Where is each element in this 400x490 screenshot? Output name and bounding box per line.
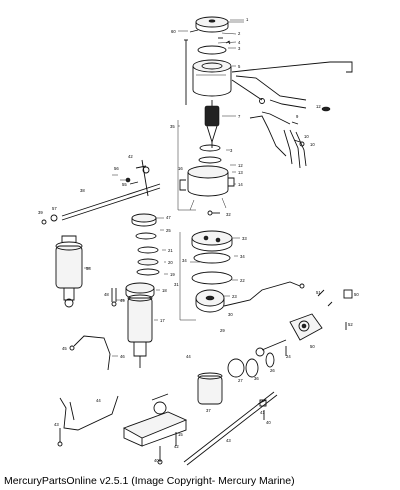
callout-18: 18 (162, 288, 167, 293)
lower-fittings[interactable] (257, 399, 267, 420)
callout-17: 17 (160, 318, 165, 323)
callout-36: 36 (254, 376, 259, 381)
callout-35: 35 (170, 124, 175, 129)
pressure-line-right[interactable] (223, 281, 305, 307)
callout-5: 5 (238, 64, 241, 69)
long-through-bolt[interactable] (184, 39, 188, 105)
callout-11: 12 (316, 104, 321, 109)
callout-21: 21 (168, 248, 173, 253)
callout-34: 34 (240, 254, 245, 259)
leader-lines (84, 19, 244, 357)
callout-51: 51 (316, 290, 321, 295)
wiring-harness[interactable] (231, 61, 353, 169)
housing-screw[interactable] (207, 210, 220, 216)
callout-8: 10 (304, 134, 309, 139)
callout-30: 30 (228, 312, 233, 317)
callout-45: 45 (62, 346, 67, 351)
trim-cylinder[interactable] (127, 294, 153, 368)
callout-44: 44 (186, 354, 191, 359)
callout-40b: 40 (154, 458, 159, 463)
callout-7: 7 (238, 114, 241, 119)
callout-44b: 44 (96, 398, 101, 403)
callout-numbers: 1 2 4 3 5 60 7 35 3 12 13 14 16 32 9 10 … (38, 17, 359, 463)
hose-fitting-left[interactable] (111, 288, 117, 307)
callout-3b: 3 (230, 148, 233, 153)
callout-47: 47 (166, 215, 171, 220)
motor-housing[interactable] (192, 59, 232, 97)
lower-mount-bolts[interactable] (157, 432, 177, 465)
callout-42b: 42 (174, 444, 179, 449)
trunnion-base-block[interactable] (122, 393, 188, 447)
long-pivot-shaft[interactable] (183, 391, 278, 466)
callout-53: 50 (310, 344, 315, 349)
callout-2: 2 (238, 31, 241, 36)
callout-3: 3 (238, 46, 241, 51)
callout-26: 26 (270, 368, 275, 373)
callout-48: 48 (104, 292, 109, 297)
pump-seal-rings[interactable] (191, 252, 233, 285)
callout-41: 41 (260, 410, 265, 415)
thrust-washer[interactable] (198, 144, 222, 164)
exploded-parts-diagram: 1 2 4 3 5 60 7 35 3 12 13 14 16 32 9 10 … (38, 16, 359, 466)
valve-body[interactable] (179, 230, 233, 321)
callout-4: 4 (238, 40, 241, 45)
callout-43: 43 (54, 422, 59, 427)
pump-assembly[interactable] (195, 289, 225, 313)
assembly-bracket-line (177, 120, 196, 211)
callout-23: 23 (232, 294, 237, 299)
callout-12: 12 (238, 163, 243, 168)
callout-34b: 34 (182, 258, 187, 263)
callout-20: 20 (168, 260, 173, 265)
callout-57: 57 (52, 206, 57, 211)
piston-and-rings[interactable] (197, 352, 275, 405)
callout-22: 22 (240, 278, 245, 283)
callout-60: 60 (171, 29, 176, 34)
callout-37: 37 (206, 408, 211, 413)
o-ring-stack[interactable] (135, 232, 160, 276)
callout-31: 31 (174, 282, 179, 287)
reservoir-cap[interactable] (131, 213, 157, 227)
callout-25: 25 (166, 228, 171, 233)
callout-9: 9 (296, 114, 299, 119)
callout-19: 19 (170, 272, 175, 277)
push-rod[interactable] (41, 183, 161, 225)
tilt-cylinder-left[interactable] (55, 235, 83, 308)
callout-16: 16 (178, 166, 183, 171)
adapter-fittings[interactable] (317, 289, 353, 330)
motor-cap-assembly[interactable] (195, 16, 244, 33)
end-frame-pump-housing[interactable] (179, 165, 235, 211)
callout-14: 14 (238, 182, 243, 187)
manual-release-valve[interactable] (125, 159, 150, 197)
callout-50: 50 (354, 292, 359, 297)
callout-13: 13 (238, 170, 243, 175)
callout-24: 24 (286, 354, 291, 359)
callout-43b: 43 (226, 438, 231, 443)
callout-58: 58 (86, 266, 91, 271)
image-caption: MercuryPartsOnline v2.5.1 (Image Copyrig… (4, 475, 295, 487)
callout-15: 15 (178, 432, 183, 437)
callout-52: 52 (348, 322, 353, 327)
hydraulic-line-left[interactable] (59, 335, 119, 431)
armature[interactable] (204, 100, 220, 148)
callout-32: 32 (226, 212, 231, 217)
callout-56: 56 (114, 166, 119, 171)
callout-33: 33 (242, 236, 247, 241)
fitting-washers[interactable] (57, 428, 63, 447)
callout-10: 10 (310, 142, 315, 147)
callout-55: 55 (122, 182, 127, 187)
callout-39: 39 (38, 210, 43, 215)
callout-1: 1 (246, 17, 249, 22)
callout-38: 38 (80, 188, 85, 193)
callout-49: 49 (120, 298, 125, 303)
callout-42: 42 (128, 154, 133, 159)
ground-terminal-bolts[interactable] (291, 121, 305, 147)
callout-27: 27 (238, 378, 243, 383)
motor-mount-bracket[interactable] (289, 313, 323, 341)
callout-40: 40 (266, 420, 271, 425)
callout-46: 46 (120, 354, 125, 359)
o-ring-upper[interactable] (197, 45, 227, 55)
shaft-and-spring[interactable] (255, 339, 287, 357)
callout-29: 29 (220, 328, 225, 333)
